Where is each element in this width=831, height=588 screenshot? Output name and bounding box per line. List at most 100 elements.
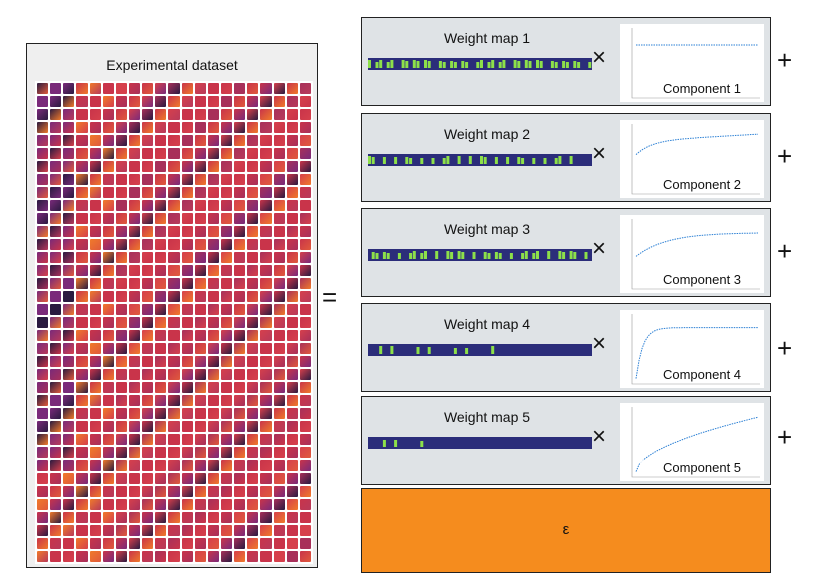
dataset-tile bbox=[76, 421, 88, 432]
dataset-tile bbox=[247, 96, 259, 107]
dataset-tile bbox=[260, 369, 272, 380]
dataset-tile bbox=[37, 408, 49, 419]
dataset-tile bbox=[155, 395, 167, 406]
dataset-tile bbox=[181, 382, 193, 393]
dataset-tile bbox=[194, 187, 206, 198]
dataset-tile bbox=[168, 96, 180, 107]
dataset-tile bbox=[260, 447, 272, 458]
dataset-tile bbox=[273, 109, 285, 120]
dataset-tile bbox=[234, 174, 246, 185]
dataset-tile bbox=[273, 499, 285, 510]
times-sign: × bbox=[592, 44, 607, 71]
dataset-tile bbox=[155, 369, 167, 380]
dataset-tile bbox=[168, 395, 180, 406]
dataset-tile bbox=[194, 239, 206, 250]
dataset-tile bbox=[286, 421, 298, 432]
dataset-tile bbox=[115, 304, 127, 315]
dataset-tile bbox=[129, 473, 141, 484]
dataset-tile bbox=[50, 109, 62, 120]
weight-map-highlight bbox=[513, 60, 517, 68]
weight-map-highlight bbox=[524, 251, 528, 259]
dataset-tile bbox=[194, 200, 206, 211]
dataset-tile bbox=[63, 161, 75, 172]
dataset-tile bbox=[234, 278, 246, 289]
weight-map-title: Weight map 5 bbox=[443, 409, 531, 425]
dataset-tile bbox=[89, 369, 101, 380]
dataset-tile bbox=[194, 499, 206, 510]
dataset-tile bbox=[273, 304, 285, 315]
dataset-tile bbox=[181, 447, 193, 458]
dataset-tile bbox=[207, 486, 219, 497]
dataset-tile bbox=[129, 239, 141, 250]
dataset-tile bbox=[63, 291, 75, 302]
dataset-tile bbox=[299, 512, 311, 523]
dataset-tile bbox=[273, 239, 285, 250]
dataset-tile bbox=[260, 330, 272, 341]
dataset-tile bbox=[63, 382, 75, 393]
dataset-tile bbox=[142, 499, 154, 510]
weight-map-highlight bbox=[412, 60, 416, 68]
dataset-tile bbox=[102, 408, 114, 419]
dataset-tile bbox=[129, 356, 141, 367]
dataset-tile bbox=[37, 330, 49, 341]
dataset-tile bbox=[115, 213, 127, 224]
weight-map-image bbox=[368, 58, 592, 70]
dataset-tile bbox=[37, 395, 49, 406]
dataset-tile bbox=[273, 551, 285, 562]
dataset-tile bbox=[129, 174, 141, 185]
weight-map-highlight bbox=[382, 440, 386, 447]
dataset-tile bbox=[76, 317, 88, 328]
dataset-tile bbox=[129, 278, 141, 289]
dataset-tile bbox=[115, 265, 127, 276]
dataset-tile bbox=[115, 434, 127, 445]
component-plot: Component 2 bbox=[620, 120, 764, 198]
weight-map-highlight bbox=[502, 60, 506, 68]
weight-map-highlight bbox=[498, 62, 502, 68]
component-row-5: Weight map 5×Component 5 bbox=[361, 396, 771, 485]
dataset-tile bbox=[142, 408, 154, 419]
dataset-tile bbox=[89, 330, 101, 341]
plot-axes bbox=[631, 124, 760, 195]
weight-map-highlight bbox=[517, 157, 521, 164]
dataset-tile bbox=[286, 473, 298, 484]
dataset-tile bbox=[50, 538, 62, 549]
dataset-tile bbox=[76, 187, 88, 198]
dataset-tile bbox=[168, 343, 180, 354]
dataset-tile bbox=[129, 538, 141, 549]
dataset-tile bbox=[273, 473, 285, 484]
dataset-tile bbox=[63, 304, 75, 315]
dataset-tile bbox=[142, 460, 154, 471]
dataset-tile bbox=[63, 187, 75, 198]
dataset-tile bbox=[299, 200, 311, 211]
dataset-tile bbox=[89, 356, 101, 367]
dataset-tile bbox=[299, 356, 311, 367]
dataset-tile bbox=[207, 109, 219, 120]
weight-map-highlight bbox=[450, 252, 454, 259]
dataset-tile bbox=[89, 460, 101, 471]
dataset-tile bbox=[129, 213, 141, 224]
weight-map-title: Weight map 2 bbox=[443, 126, 531, 142]
dataset-tile bbox=[181, 473, 193, 484]
dataset-tile bbox=[299, 551, 311, 562]
dataset-tile bbox=[63, 226, 75, 237]
dataset-tile bbox=[142, 343, 154, 354]
times-sign: × bbox=[592, 330, 607, 357]
weight-map-highlight bbox=[569, 251, 573, 259]
dataset-tile bbox=[50, 369, 62, 380]
component-row-2: Weight map 2×Component 2 bbox=[361, 113, 771, 202]
dataset-tile bbox=[63, 395, 75, 406]
dataset-tile bbox=[194, 525, 206, 536]
dataset-tile bbox=[247, 460, 259, 471]
dataset-tile bbox=[129, 187, 141, 198]
dataset-tile bbox=[168, 187, 180, 198]
weight-map-highlight bbox=[517, 61, 521, 68]
dataset-tile bbox=[286, 122, 298, 133]
dataset-tile bbox=[50, 408, 62, 419]
weight-map-highlight bbox=[386, 253, 390, 259]
dataset-tile bbox=[63, 330, 75, 341]
dataset-tile bbox=[207, 278, 219, 289]
dataset-tile bbox=[234, 421, 246, 432]
weight-map-highlight bbox=[371, 252, 375, 259]
dataset-tile bbox=[299, 239, 311, 250]
weight-map-highlight bbox=[435, 251, 439, 259]
